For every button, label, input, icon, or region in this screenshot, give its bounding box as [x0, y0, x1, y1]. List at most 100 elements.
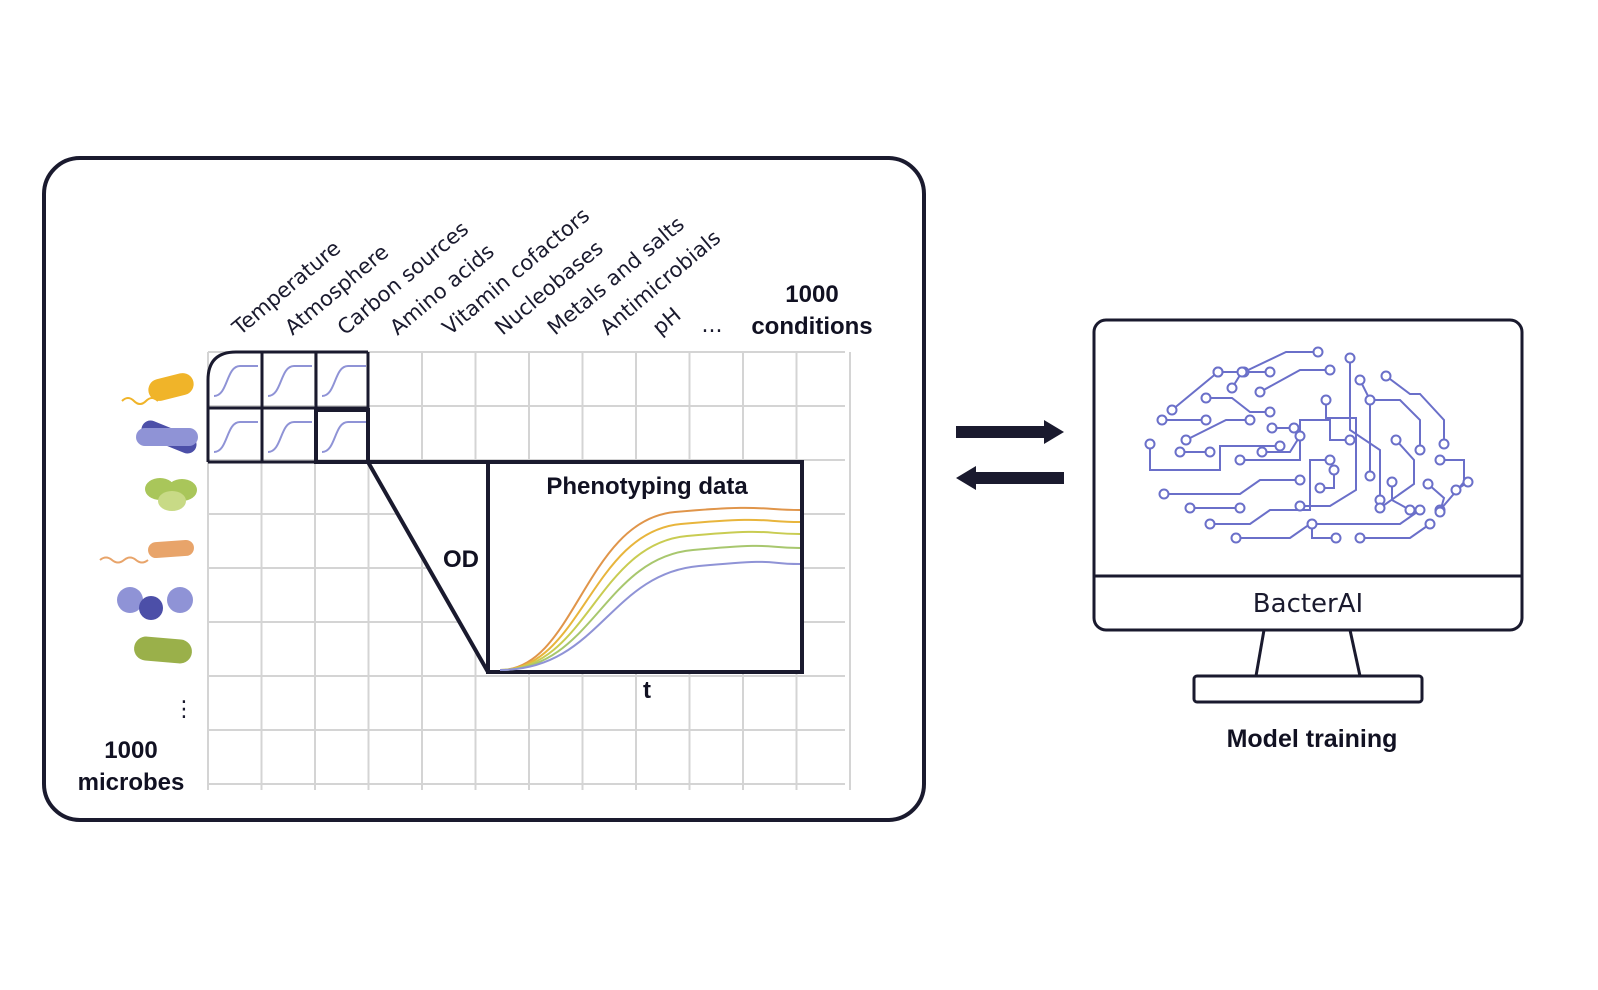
- microbes-label: microbes: [78, 769, 185, 796]
- monitor-stand: [1192, 674, 1424, 704]
- circuit-trace: [1360, 523, 1431, 539]
- crossed-rods-microbe-icon: [136, 420, 198, 454]
- circuit-node: [1212, 366, 1224, 378]
- exchange-arrows: [956, 420, 1064, 490]
- circuit-node: [1288, 422, 1300, 434]
- circuit-trace: [1262, 435, 1301, 453]
- circuit-node: [1344, 434, 1356, 446]
- circuit-node: [1312, 346, 1324, 358]
- circuit-node: [1354, 532, 1366, 544]
- circuit-trace: [1210, 459, 1330, 525]
- circuit-node: [1294, 474, 1306, 486]
- circuit-node: [1226, 382, 1238, 394]
- circuit-node: [1438, 438, 1450, 450]
- circuit-node: [1200, 392, 1212, 404]
- circuit-node: [1434, 506, 1446, 518]
- microbes-count: 1000: [104, 737, 157, 764]
- cell-growth-curve: [267, 365, 312, 397]
- circuit-node: [1404, 504, 1416, 516]
- circuit-node: [1200, 414, 1212, 426]
- circuit-node: [1328, 464, 1340, 476]
- circuit-trace: [1300, 400, 1357, 507]
- circuit-trace: [1349, 358, 1381, 500]
- circuit-node: [1264, 366, 1276, 378]
- circuit-node: [1386, 476, 1398, 488]
- flagellated-rod-microbe-icon: [121, 373, 194, 405]
- circuit-node: [1390, 434, 1402, 446]
- circuit-node: [1330, 532, 1342, 544]
- circuit-node: [1266, 422, 1278, 434]
- cell-growth-curve: [213, 421, 258, 453]
- circuit-node: [1450, 484, 1462, 496]
- screen-label: BacterAI: [1253, 589, 1363, 619]
- circuit-node: [1234, 502, 1246, 514]
- circuit-node: [1422, 478, 1434, 490]
- cell-growth-curves: [213, 365, 366, 453]
- phenotyping-curve: [499, 518, 801, 671]
- circuit-node: [1254, 386, 1266, 398]
- circuit-node: [1204, 518, 1216, 530]
- circuit-trace: [1185, 419, 1250, 441]
- circuit-node: [1414, 504, 1426, 516]
- circuit-node: [1204, 446, 1216, 458]
- circuit-node: [1236, 366, 1248, 378]
- spirillum-rod-microbe-icon: [99, 539, 194, 564]
- conditions-ellipsis: ...: [702, 313, 723, 338]
- circuit-node: [1320, 394, 1332, 406]
- circuit-node: [1364, 394, 1376, 406]
- left-arrow-icon: [956, 466, 1064, 490]
- phenotyping-curve: [499, 560, 801, 671]
- cell-growth-curve: [321, 421, 366, 453]
- circuit-node: [1174, 446, 1186, 458]
- circuit-node: [1462, 476, 1474, 488]
- circuit-node: [1294, 500, 1306, 512]
- circuit-node: [1424, 518, 1436, 530]
- circuit-trace: [1171, 371, 1219, 411]
- cell-growth-curve: [213, 365, 258, 397]
- circuit-node: [1314, 482, 1326, 494]
- circuit-node: [1414, 444, 1426, 456]
- grid-corner-outline: [206, 350, 368, 462]
- circuit-node: [1344, 352, 1356, 364]
- microbes-ellipsis: ⋮: [173, 697, 195, 722]
- circuit-node: [1354, 374, 1366, 386]
- circuit-trace: [1259, 369, 1330, 393]
- circuit-node: [1324, 454, 1336, 466]
- circuit-node: [1434, 454, 1446, 466]
- circuit-node: [1274, 440, 1286, 452]
- circuit-node: [1234, 454, 1246, 466]
- circuit-node: [1184, 502, 1196, 514]
- cell-growth-curve: [267, 421, 312, 453]
- diplococcus-microbe-icon: [145, 478, 197, 511]
- circuit-trace: [1391, 482, 1411, 511]
- circuit-trace: [1359, 379, 1421, 450]
- inset-title: Phenotyping data: [546, 473, 748, 500]
- circuit-trace: [1439, 459, 1465, 511]
- coccus-cluster-microbe-icon: [117, 587, 193, 620]
- circuit-node: [1144, 438, 1156, 450]
- circuit-trace: [1240, 419, 1350, 461]
- circuit-node: [1166, 404, 1178, 416]
- circuit-trace: [1149, 444, 1280, 471]
- phenotyping-curve: [499, 530, 801, 671]
- circuit-node: [1374, 502, 1386, 514]
- circuit-node: [1306, 518, 1318, 530]
- circuit-trace: [1243, 351, 1318, 373]
- phenotyping-curve: [499, 506, 801, 671]
- circuit-trace: [1379, 439, 1415, 509]
- circuit-trace: [1164, 479, 1300, 495]
- circuit-node: [1324, 364, 1336, 376]
- cell-growth-curve: [321, 365, 366, 397]
- bacillus-rod-microbe-icon: [134, 636, 192, 664]
- circuit-node: [1256, 446, 1268, 458]
- circuit-node: [1364, 470, 1376, 482]
- circuit-node: [1264, 406, 1276, 418]
- inset-y-label: OD: [443, 546, 479, 573]
- right-arrow-icon: [956, 420, 1064, 444]
- model-training-caption: Model training: [1227, 725, 1398, 753]
- circuit-node: [1180, 434, 1192, 446]
- conditions-label: conditions: [751, 313, 872, 340]
- circuit-trace: [1385, 375, 1445, 444]
- inset-x-label: t: [643, 677, 651, 704]
